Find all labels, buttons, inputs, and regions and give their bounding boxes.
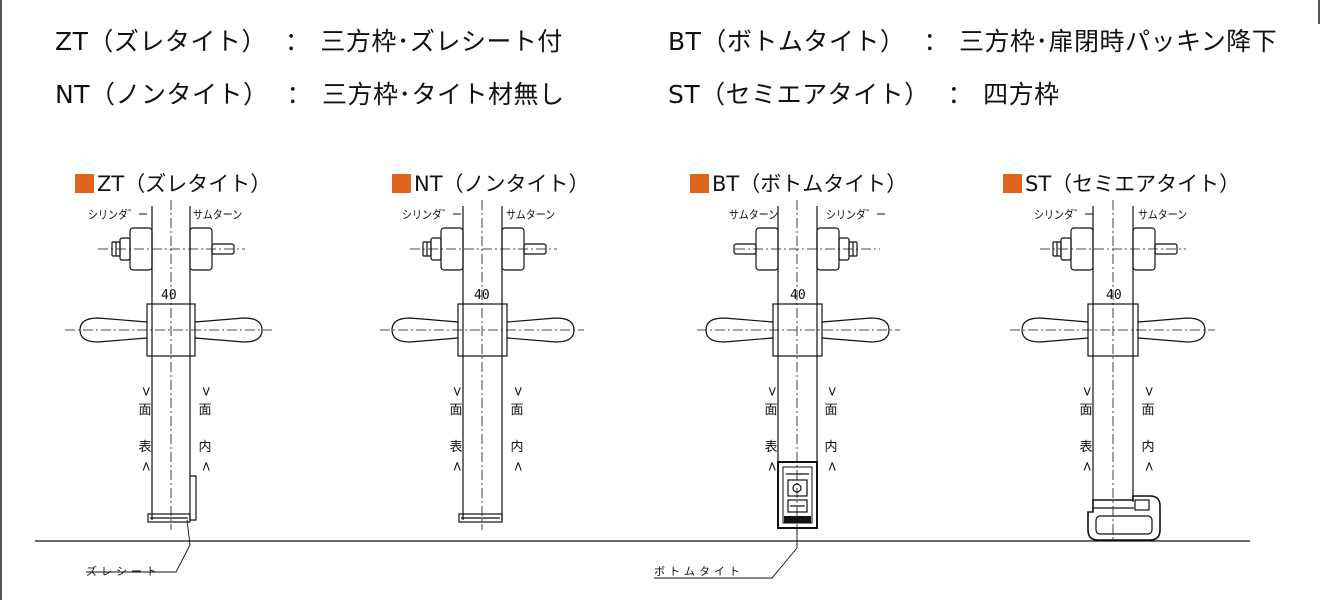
panel-title-text: BT（ボトムタイト）	[712, 172, 908, 196]
legend-nt-desc: 三方枠･タイト材無し	[322, 80, 565, 109]
legend-st-desc: 四方枠	[983, 80, 1060, 109]
bottom-tight-mechanism	[787, 479, 808, 497]
panel-title-text: NT（ノンタイト）	[414, 172, 590, 196]
legend-colon: ：	[284, 27, 311, 56]
callout-zure-sheet: ズレシート	[86, 565, 161, 578]
panel-nt-inner-face: >面内<	[509, 386, 525, 472]
bottom-tight-seal	[787, 499, 808, 513]
panel-title-st: ST（セミエアタイト）	[1003, 168, 1240, 198]
panel-title-nt: NT（ノンタイト）	[392, 168, 590, 198]
legend-colon: ：	[286, 80, 312, 109]
thumbturn-knob	[211, 243, 235, 255]
threshold-frame	[1087, 495, 1161, 541]
legend-zt-code: ZT（ズレタイト）	[55, 27, 267, 56]
orange-square-icon	[1003, 173, 1022, 193]
frame-right-border	[1318, 0, 1320, 24]
thumbturn-knob	[733, 243, 757, 255]
panel-bt-right-label: シリンダ゛ー	[826, 209, 886, 223]
lever-handle-left	[391, 317, 459, 343]
panel-zt-right-label: サムターン	[193, 209, 243, 223]
legend-colon: ：	[947, 80, 974, 109]
lever-handle-left	[79, 317, 148, 343]
lever-handle-left	[1021, 317, 1089, 343]
lever-handle-left	[705, 317, 774, 343]
panel-title-zt: ZT（ズレタイト）	[75, 168, 271, 198]
panel-title-text: ST（セミエアタイト）	[1025, 172, 1241, 196]
zure-sheet-detail	[190, 475, 197, 521]
panel-st-left-label: シリンダ゛ー	[1034, 209, 1094, 223]
panel-bt-drawing	[654, 200, 900, 579]
lever-handle-right	[506, 317, 575, 343]
panel-st-outer-face: >面表<	[1078, 386, 1094, 472]
panel-bt-inner-face: >面内<	[823, 386, 839, 472]
panel-zt-outer-face: >面表<	[137, 386, 153, 472]
legend-bt: BT（ボトムタイト） ： 三方枠･扉閉時パッキン降下	[668, 22, 1277, 58]
lever-handle-right	[821, 317, 890, 343]
legend-bt-code: BT（ボトムタイト）	[668, 27, 906, 56]
panel-zt-drawing	[65, 200, 272, 573]
panel-zt-left-label: シリンダ゛ー	[88, 209, 148, 223]
lever-handle-right	[1137, 317, 1206, 343]
lever-rose	[1087, 303, 1139, 357]
panel-nt-drawing	[380, 200, 584, 530]
lever-rose	[457, 303, 508, 357]
panel-st-inner-face: >面内<	[1140, 386, 1156, 472]
legend-zt: ZT（ズレタイト） ： 三方枠･ズレシート付	[55, 22, 563, 58]
panel-st-right-label: サムターン	[1138, 209, 1188, 223]
legend-nt: NT（ノンタイト） ： 三方枠･タイト材無し	[55, 75, 565, 111]
panel-bt-outer-face: >面表<	[763, 386, 779, 472]
callout-bottom-tight: ボトムタイト	[654, 565, 744, 578]
lever-handle-right	[194, 317, 263, 343]
panel-st-dimension: 40	[1106, 288, 1122, 303]
panel-nt-right-label: サムターン	[506, 209, 556, 223]
lever-rose	[146, 303, 196, 357]
bottom-tight-leader	[654, 528, 798, 579]
legend-nt-code: NT（ノンタイト）	[55, 80, 269, 109]
zure-sheet-leader	[86, 519, 191, 573]
bottom-tight-inner	[782, 466, 813, 524]
panel-nt-outer-face: >面表<	[448, 386, 464, 472]
bottom-tight-frame	[777, 461, 818, 529]
door-bottom	[458, 513, 503, 523]
legend-st: ST（セミエアタイト） ： 四方枠	[668, 75, 1060, 111]
legend-zt-desc: 三方枠･ズレシート付	[320, 27, 563, 56]
frame-left-border	[0, 0, 2, 600]
panel-title-bt: BT（ボトムタイト）	[690, 168, 907, 198]
orange-square-icon	[75, 173, 94, 193]
threshold-gasket	[1134, 499, 1150, 511]
lever-rose	[772, 303, 823, 357]
panel-zt-dimension: 40	[161, 288, 177, 303]
legend-st-code: ST（セミエアタイト）	[668, 80, 930, 109]
threshold-inner	[1095, 515, 1153, 535]
panel-st-drawing	[1010, 200, 1215, 541]
panel-title-text: ZT（ズレタイト）	[97, 172, 272, 196]
bottom-tight-gasket	[784, 516, 811, 523]
thumbturn-knob	[1154, 243, 1178, 255]
panel-nt-left-label: シリンダ゛ー	[402, 209, 462, 223]
legend-colon: ：	[923, 27, 949, 56]
panel-zt-inner-face: >面内<	[197, 386, 213, 472]
legend-bt-desc: 三方枠･扉閉時パッキン降下	[958, 27, 1278, 56]
orange-square-icon	[690, 173, 709, 193]
orange-square-icon	[392, 173, 411, 193]
panel-bt-left-label: サムターン	[729, 209, 779, 223]
door-bottom	[147, 513, 191, 523]
thumbturn-knob	[523, 243, 547, 255]
panel-bt-dimension: 40	[790, 288, 806, 303]
